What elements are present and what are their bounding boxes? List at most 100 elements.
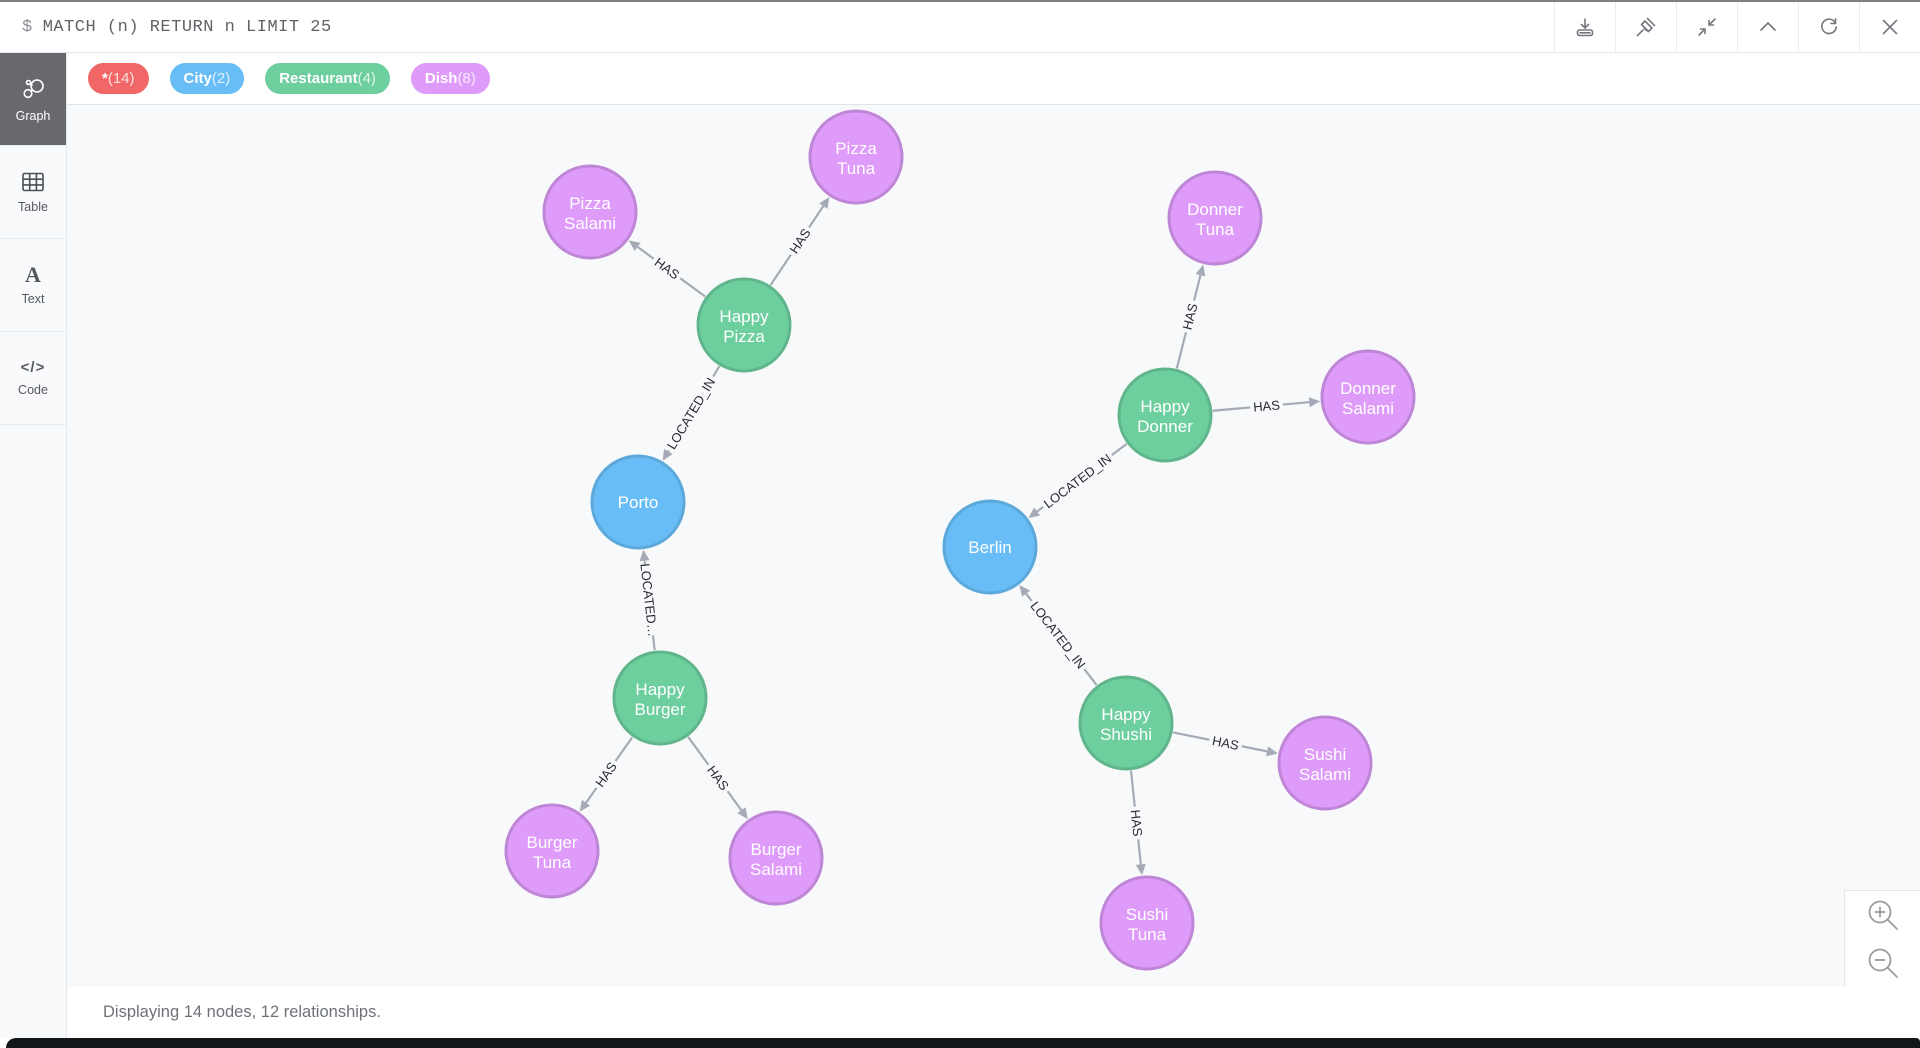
legend-row: *(14) City(2) Restaurant(4) Dish(8) [67,53,1920,105]
legend-pill-all-label: * [102,70,108,87]
query-prompt: $ [22,17,33,37]
tab-code-label: Code [18,383,48,397]
download-icon [1576,18,1594,37]
result-footer: Displaying 14 nodes, 12 relationships. [67,987,1920,1038]
relationship-label: LOCATED_IN [664,375,718,452]
legend-pill-restaurant-label: Restaurant [279,70,358,87]
tab-graph[interactable]: Graph [0,53,66,146]
legend-pill-restaurant-count: (4) [357,70,376,87]
zoom-panel [1844,890,1920,987]
relationship-HAS-happy-donner-donner-tuna[interactable]: HAS [1175,264,1206,369]
legend-pill-dish-count: (8) [457,70,476,87]
relationship-label: LOCATED_IN [1041,451,1114,512]
close-button[interactable] [1859,2,1920,52]
legend-pill-city-count: (2) [211,70,231,87]
graph-view-icon [23,78,44,98]
refresh-icon [1821,18,1837,35]
frame-actions [1554,2,1920,52]
table-view-icon [22,172,44,191]
legend-pill-restaurant[interactable]: Restaurant(4) [265,63,390,94]
relationship-LOCATED_IN-happy-pizza-porto[interactable]: LOCATED_IN [661,365,721,461]
collapse-icon [1698,18,1716,36]
view-sidebar: Graph Table A Text </> Code [0,53,67,1038]
graph-canvas[interactable]: HAS HAS LOCATED_IN LOCATED… HAS HAS HAS HAS LOCA… [67,105,1920,987]
cypher-query-input[interactable]: $ MATCH (n) RETURN n LIMIT 25 [0,18,1554,37]
relationship-label: HAS [1211,733,1240,753]
close-icon [1882,19,1898,35]
next-card-edge [6,1038,1920,1048]
node-caption: Porto [618,493,659,512]
graph-node-berlin[interactable]: Berlin [942,499,1038,595]
legend-pill-dish-label: Dish [424,70,458,87]
relationship-LOCATED_IN-happy-shushi-berlin[interactable]: LOCATED_IN [1019,584,1098,686]
legend-pill-city-label: City [183,70,212,87]
tab-text[interactable]: A Text [0,239,66,332]
tab-text-label: Text [21,291,45,306]
relationship-label: HAS [1179,301,1200,331]
status-text: Displaying 14 nodes, 12 relationships. [103,1003,381,1021]
relationship-label: HAS [1253,397,1281,414]
collapse-up-button[interactable] [1737,2,1798,52]
rerun-button[interactable] [1798,2,1859,52]
zoom-in-icon [1868,900,1898,930]
tab-graph-label: Graph [15,108,51,123]
relationship-LOCATED_IN-happy-donner-berlin[interactable]: LOCATED_IN [1028,443,1128,519]
node-caption: Berlin [968,538,1011,557]
relationship-HAS-happy-pizza-pizza-tuna[interactable]: HAS [769,196,830,286]
text-view-icon: A [25,261,41,287]
relationship-HAS-happy-pizza-pizza-salami[interactable]: HAS [628,240,706,298]
relationship-label: LOCATED_IN [1027,598,1088,671]
relationship-label: HAS [1128,809,1146,837]
relationship-HAS-happy-shushi-sushi-tuna[interactable]: HAS [1126,770,1147,876]
relationship-HAS-happy-burger-burger-salami[interactable]: HAS [687,736,748,820]
query-text: MATCH (n) RETURN n LIMIT 25 [42,17,332,37]
legend-pill-all[interactable]: *(14) [88,63,149,94]
graph-node-porto[interactable]: Porto [590,454,686,550]
relationship-HAS-happy-shushi-sushi-salami[interactable]: HAS [1172,731,1278,757]
legend-pill-dish[interactable]: Dish(8) [410,63,490,94]
zoom-out-icon [1868,948,1898,978]
legend-pill-city[interactable]: City(2) [169,63,245,94]
collapse-button[interactable] [1676,2,1737,52]
relationship-LOCATED-happy-burger-porto[interactable]: LOCATED… [636,549,662,651]
legend-pill-all-count: (14) [107,70,135,87]
relationship-HAS-happy-donner-donner-salami[interactable]: HAS [1212,396,1321,416]
zoom-out-button[interactable] [1863,943,1903,983]
code-view-icon: </> [20,359,46,376]
tab-code[interactable]: </> Code [0,332,66,425]
tab-table-label: Table [18,199,48,214]
chevron-up-icon [1760,22,1776,31]
pin-button[interactable] [1615,2,1676,52]
frame-top-edge [0,0,1920,2]
tab-table[interactable]: Table [0,146,66,239]
download-button[interactable] [1554,2,1615,52]
relationship-HAS-happy-burger-burger-tuna[interactable]: HAS [579,736,634,812]
zoom-in-button[interactable] [1863,895,1903,935]
pin-icon [1636,17,1656,37]
